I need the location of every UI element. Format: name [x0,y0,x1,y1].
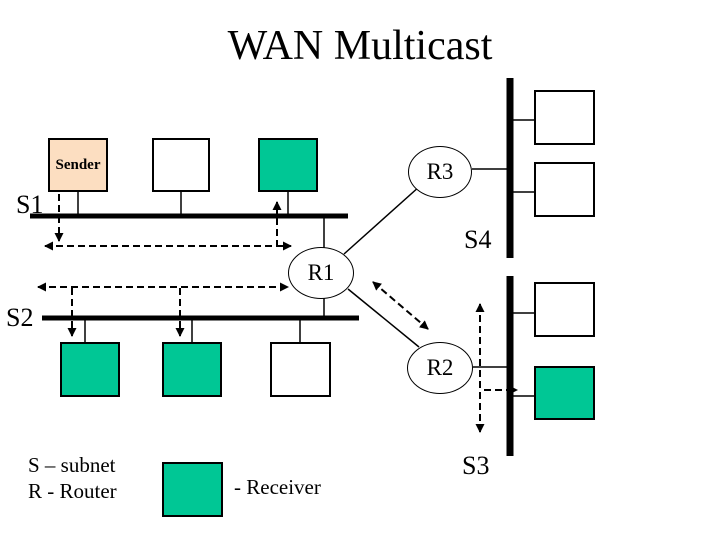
s2-receiver-box-1 [60,342,120,397]
s4-host-box-1 [534,90,595,145]
s1-receiver-box [258,138,318,192]
r1-r2-flow-arrow [372,281,429,330]
sender-label: Sender [55,156,101,173]
slide-title: WAN Multicast [227,23,493,69]
router-r1-label: R1 [307,260,335,285]
s3-host-box [534,282,595,337]
s1-host-box [152,138,210,192]
subnet-s3-label: S3 [462,451,490,480]
s2-host-box [270,342,331,397]
legend-receiver-label: - Receiver [234,475,321,499]
subnet-s4-label: S4 [464,225,492,254]
legend-subnet-line: S – subnet [28,453,116,477]
router-r2-label: R2 [426,355,454,380]
s3-receiver-box [534,366,595,420]
sender-host-box: Sender [48,138,108,192]
router-r2-ellipse: R2 [407,342,473,394]
r3-to-r1-link-line [343,185,421,255]
router-r3-label: R3 [426,159,454,184]
router-r1-ellipse: R1 [288,247,354,299]
legend-key-text: S – subnet R - Router [28,452,117,504]
s4-host-box-2 [534,162,595,217]
legend-receiver-box [162,462,223,517]
legend-router-line: R - Router [28,479,117,503]
subnet-s2-label: S2 [6,303,34,332]
router-r3-ellipse: R3 [408,146,472,198]
s2-receiver-box-2 [162,342,222,397]
subnet-s1-label: S1 [16,190,44,219]
